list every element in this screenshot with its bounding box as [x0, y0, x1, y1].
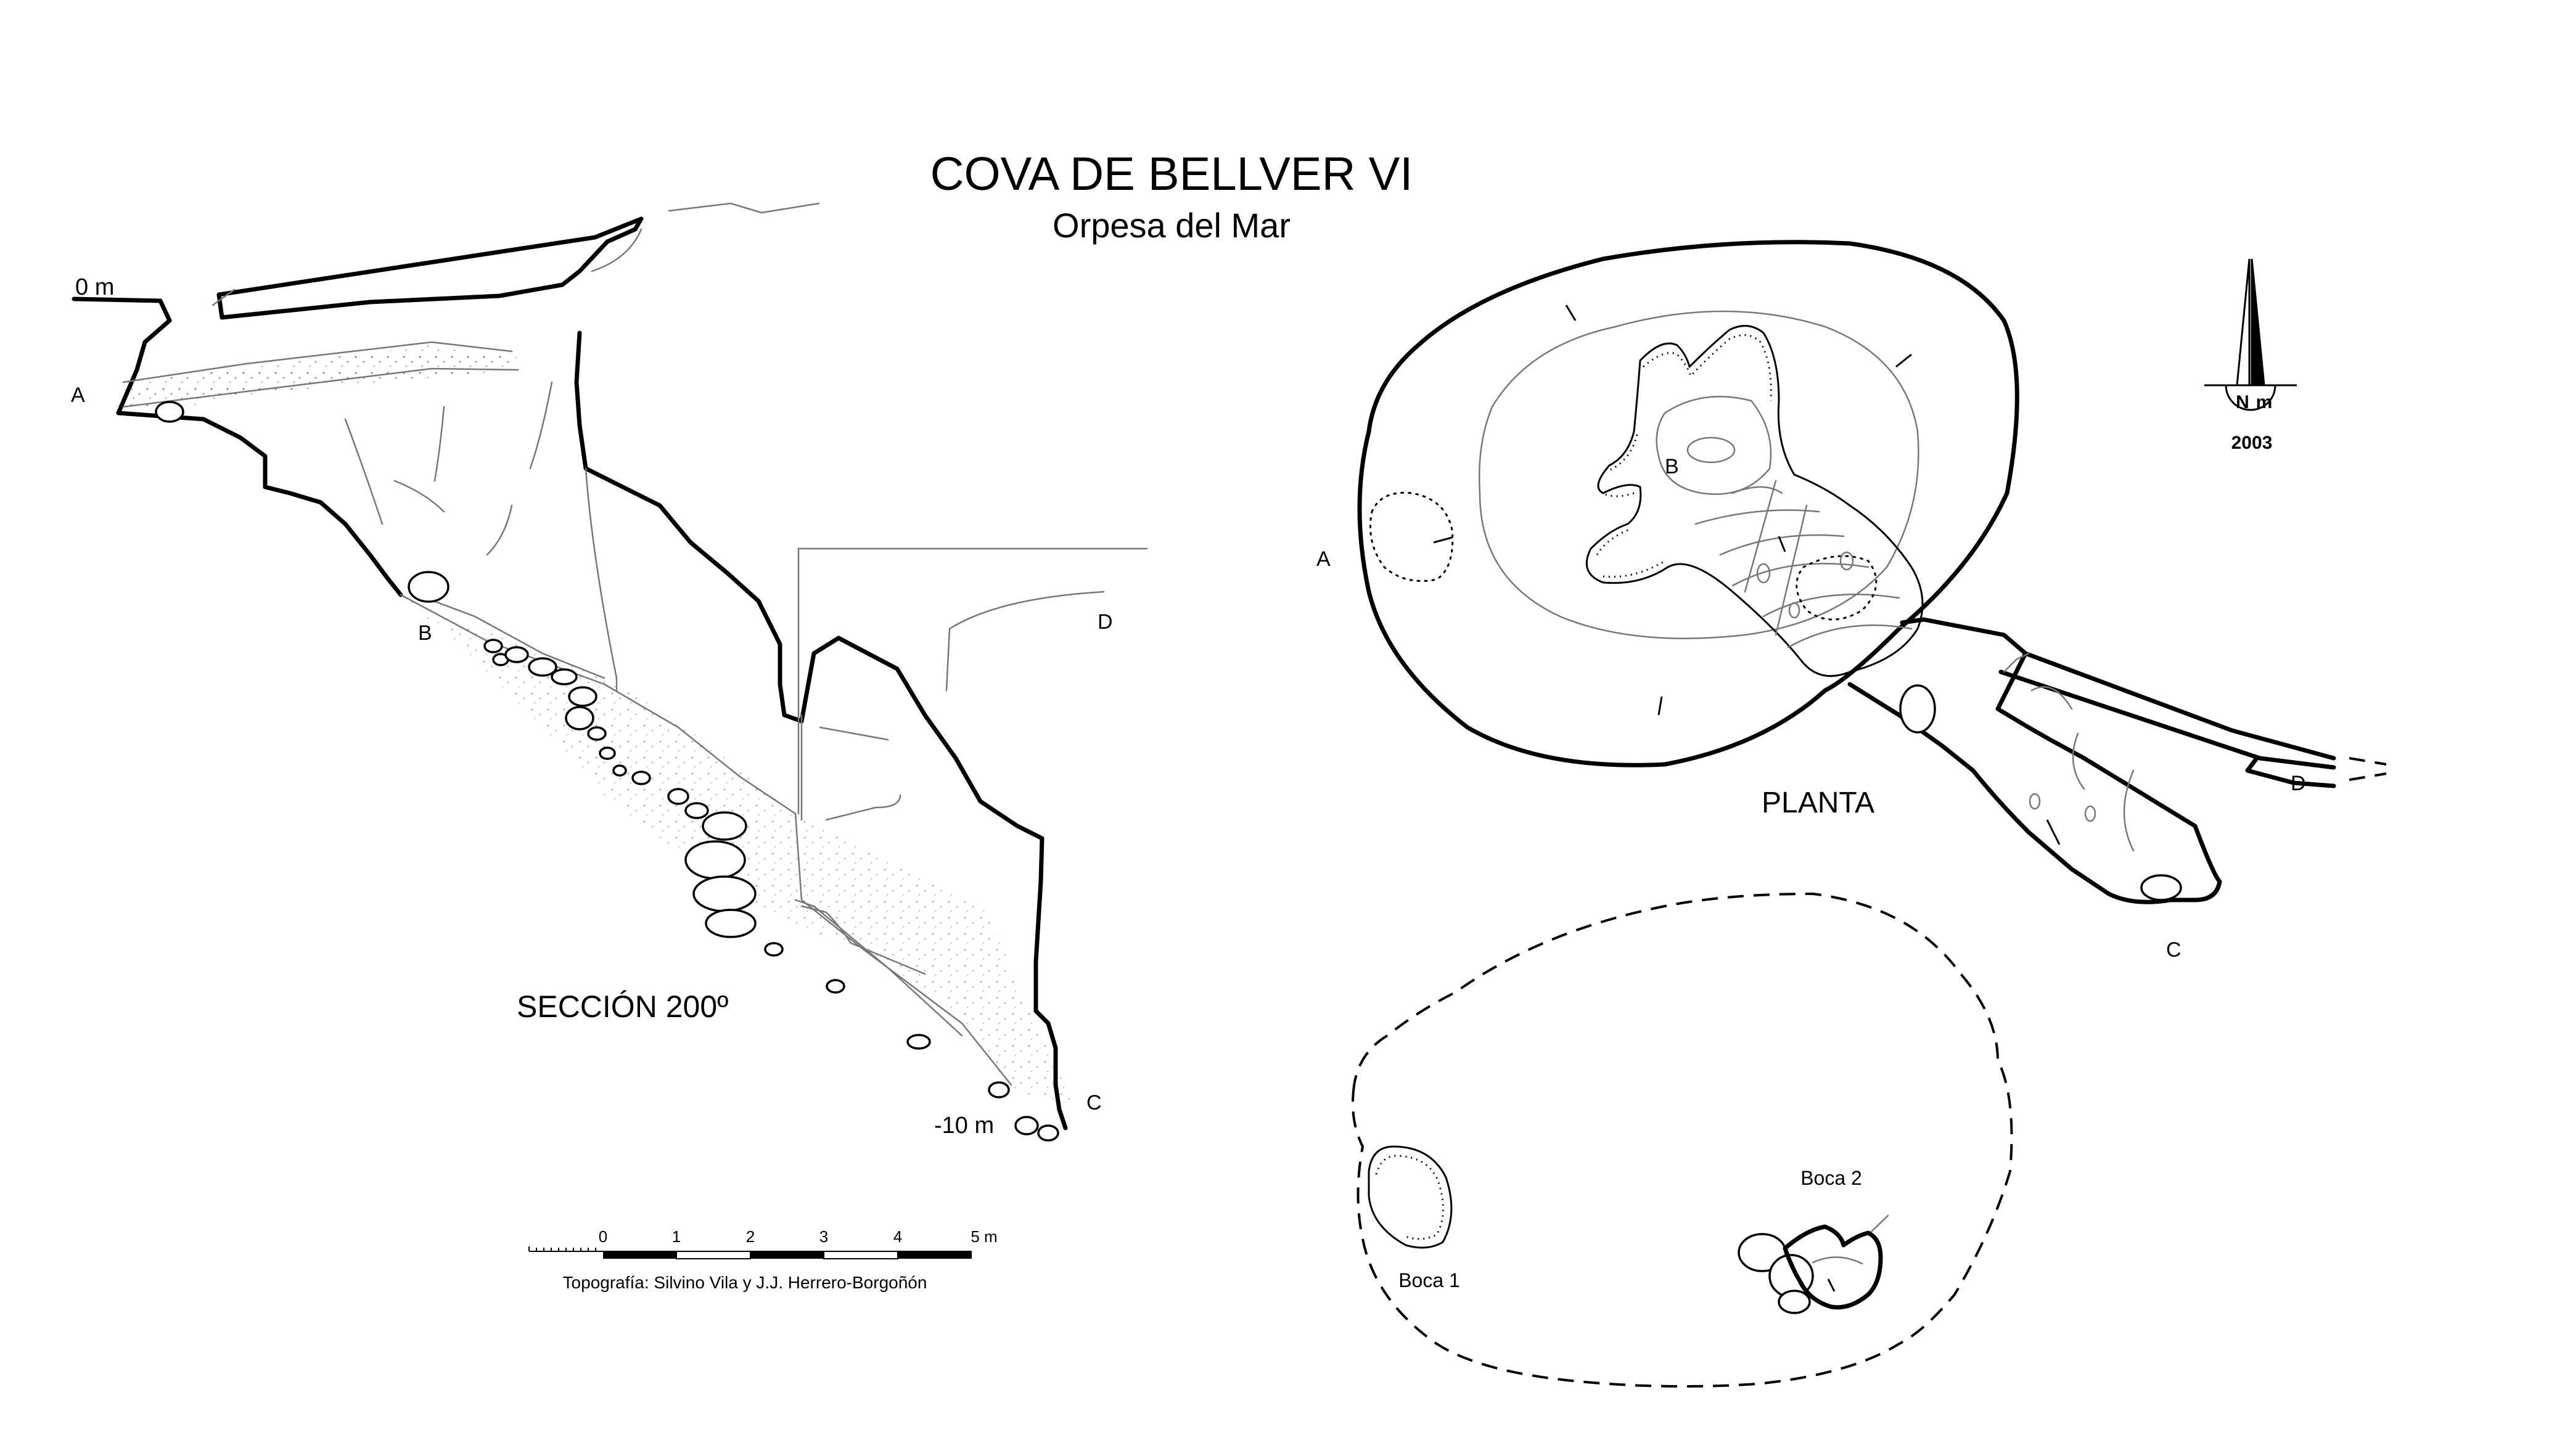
- section-surface-line: [72, 297, 172, 415]
- cave-plan: A B D C PLANTA: [1316, 240, 2387, 962]
- scale-tick-4: 4: [893, 1227, 902, 1246]
- plan-point-a: A: [1316, 547, 1331, 571]
- plan-label: PLANTA: [1762, 787, 1874, 819]
- section-point-c: C: [1086, 1091, 1102, 1114]
- map-title: COVA DE BELLVER VI: [930, 148, 1413, 200]
- entrance-boca1-label: Boca 1: [1398, 1269, 1460, 1291]
- scale-tick-2: 2: [746, 1227, 755, 1246]
- survey-credits: Topografía: Silvino Vila y J.J. Herrero-…: [563, 1273, 927, 1292]
- plan-passage-north-wall: [1900, 617, 2336, 761]
- north-arrow-year: 2003: [2231, 433, 2273, 453]
- section-label: SECCIÓN 200º: [517, 989, 728, 1024]
- plan-point-c: C: [2166, 938, 2182, 962]
- boca1-outline: [1368, 1145, 1453, 1249]
- north-arrow-icon: N m 2003: [2204, 258, 2297, 453]
- section-point-d: D: [1098, 610, 1113, 634]
- plan-outer-outline: [1357, 240, 2019, 767]
- plan-passage-south-wall: [1847, 682, 2198, 904]
- north-arrow-n: N: [2236, 392, 2249, 412]
- section-rock-slab: [216, 216, 644, 320]
- surface-depression-outline: [1352, 892, 2013, 1388]
- section-depth-top: 0 m: [75, 274, 114, 300]
- north-arrow-m: m: [2256, 392, 2273, 412]
- scale-tick-1: 1: [672, 1227, 681, 1246]
- section-depth-bottom: -10 m: [934, 1113, 994, 1139]
- plan-point-d: D: [2291, 772, 2306, 795]
- section-back-wall: [574, 330, 1068, 1131]
- plan-point-b: B: [1665, 455, 1679, 478]
- scale-bar: 0 1 2 3 4 5 m Topografía: Silvino Vila y…: [528, 1227, 998, 1292]
- plan-pit-b: [1585, 325, 1924, 677]
- scale-tick-3: 3: [819, 1227, 828, 1246]
- section-point-a: A: [71, 383, 85, 407]
- scale-tick-5: 5 m: [971, 1227, 997, 1246]
- surface-entrances: Boca 1 Boca 2: [1352, 892, 2013, 1388]
- map-subtitle: Orpesa del Mar: [1053, 206, 1291, 245]
- entrance-boca2-label: Boca 2: [1800, 1167, 1862, 1189]
- section-front-wall: [116, 411, 403, 597]
- title-block: COVA DE BELLVER VI Orpesa del Mar: [930, 148, 1413, 245]
- scale-tick-0: 0: [599, 1227, 607, 1246]
- boca2-outline: [1783, 1224, 1883, 1310]
- section-point-b: B: [418, 621, 432, 645]
- cave-section: 0 m A B D C -10 m SECCIÓN 200º: [71, 202, 1148, 1142]
